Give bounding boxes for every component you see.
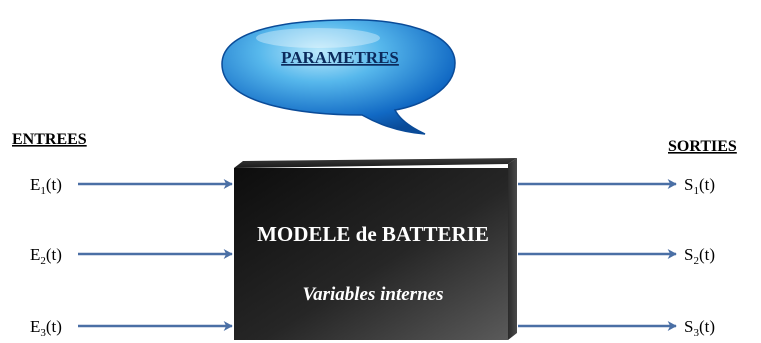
input-label-1: E1(t) xyxy=(30,175,62,197)
input-label-3: E3(t) xyxy=(30,317,62,339)
box-side-face xyxy=(508,158,517,340)
outputs-heading: SORTIES xyxy=(668,138,737,155)
box-top-face xyxy=(234,158,517,168)
output-label-2: S2(t) xyxy=(684,245,715,267)
output-label-1: S1(t) xyxy=(684,175,715,197)
bubble-highlight xyxy=(256,28,380,48)
model-subtitle: Variables internes xyxy=(303,284,444,305)
input-label-2: E2(t) xyxy=(30,245,62,267)
model-title: MODELE de BATTERIE xyxy=(257,222,489,246)
output-label-3: S3(t) xyxy=(684,317,715,339)
box-front-face xyxy=(234,168,508,340)
bubble-shape xyxy=(221,19,456,135)
battery-model-box: MODELE de BATTERIE Variables internes xyxy=(234,158,517,340)
parameters-label: PARAMETRES xyxy=(281,48,399,67)
parameters-bubble: PARAMETRES xyxy=(221,19,456,135)
inputs-heading: ENTREES xyxy=(12,131,87,148)
